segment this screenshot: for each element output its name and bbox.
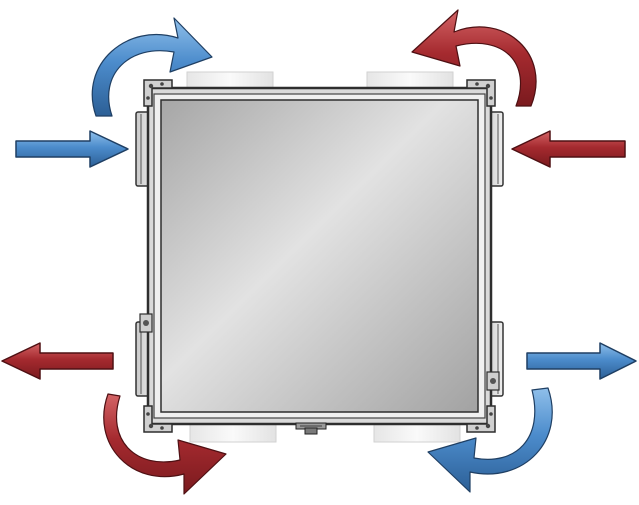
red-arrow-left-icon bbox=[1, 342, 114, 380]
red-curved-arrow-icon bbox=[411, 9, 537, 107]
blue-curved-arrow-icon bbox=[91, 17, 213, 117]
airflow-arrow-left-bottom-red bbox=[1, 342, 114, 380]
bracket-top-left bbox=[143, 79, 173, 107]
blue-arrow-right-icon bbox=[526, 342, 637, 380]
bracket-bottom-left bbox=[143, 405, 173, 433]
airflow-arrow-left-top-blue bbox=[15, 130, 129, 168]
blue-arrow-right-icon bbox=[15, 130, 129, 168]
housing-front-panel bbox=[160, 99, 479, 413]
bracket-top-right bbox=[466, 79, 496, 107]
red-arrow-left-icon bbox=[511, 130, 626, 168]
curved-arrow-bottom-right-blue bbox=[427, 387, 553, 493]
curved-arrow-top-left-blue bbox=[91, 17, 213, 117]
bottom-collars bbox=[189, 419, 461, 443]
side-fastener-left bbox=[139, 313, 153, 333]
corner-brackets bbox=[139, 79, 500, 433]
curved-arrow-top-right-red bbox=[411, 9, 537, 107]
curved-arrow-bottom-left-red bbox=[103, 393, 227, 495]
side-fastener-right bbox=[486, 371, 500, 391]
bracket-bottom-right bbox=[466, 405, 496, 433]
airflow-arrow-right-bottom-blue bbox=[526, 342, 637, 380]
blue-curved-arrow-icon bbox=[427, 387, 553, 493]
airflow-arrow-right-top-red bbox=[511, 130, 626, 168]
condensate-drain-fitting bbox=[295, 422, 327, 435]
red-curved-arrow-icon bbox=[103, 393, 227, 495]
unit-housing bbox=[146, 86, 493, 426]
